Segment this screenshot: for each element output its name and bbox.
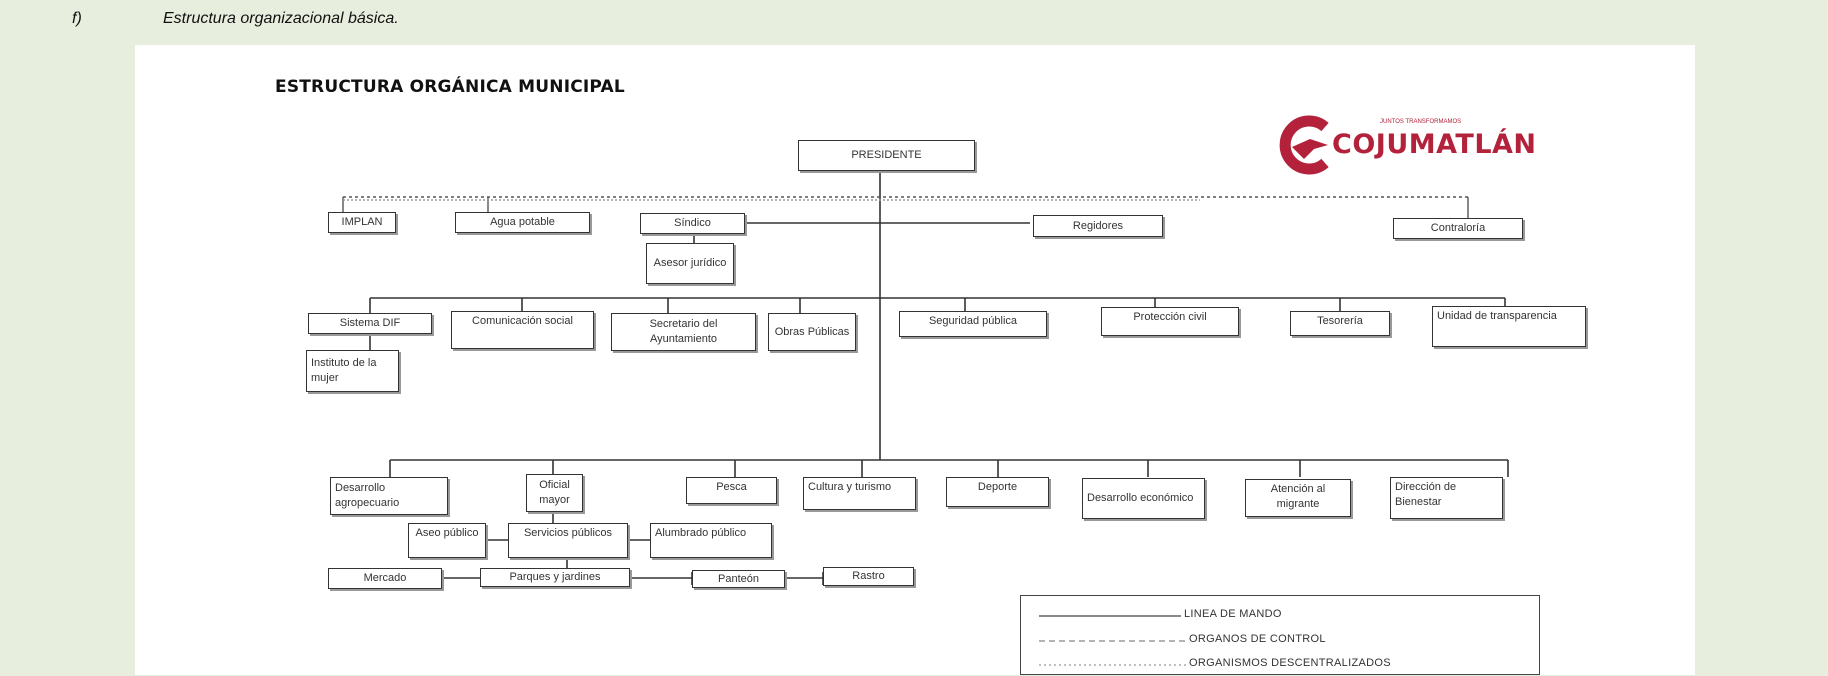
logo xyxy=(1270,115,1540,175)
node-proteccion-civil: Protección civil xyxy=(1101,307,1239,336)
node-parques-jardines: Parques y jardines xyxy=(480,568,630,587)
node-pesca: Pesca xyxy=(686,477,777,504)
node-comunicacion-social: Comunicación social xyxy=(451,311,594,349)
node-sindico: Síndico xyxy=(640,213,745,234)
node-regidores: Regidores xyxy=(1033,215,1163,237)
node-unidad-transparencia: Unidad de transparencia xyxy=(1432,306,1586,347)
node-oficial-mayor: Oficial mayor xyxy=(526,474,583,512)
caption-text: Estructura organizacional básica. xyxy=(163,10,399,27)
node-desarrollo-agropecuario: Desarrollo agropecuario xyxy=(330,477,448,515)
node-aseo-publico: Aseo público xyxy=(408,523,486,558)
legend-label-descentralizados: ORGANISMOS DESCENTRALIZADOS xyxy=(1189,657,1391,669)
caption-letter: f) xyxy=(72,10,82,27)
node-servicios-publicos: Servicios públicos xyxy=(508,523,628,558)
node-direccion-bienestar: Dirección de Bienestar xyxy=(1390,477,1503,519)
node-rastro: Rastro xyxy=(823,567,914,586)
legend: LINEA DE MANDO ORGANOS DE CONTROL ORGANI… xyxy=(1020,595,1540,675)
node-seguridad-publica: Seguridad pública xyxy=(899,311,1047,337)
node-desarrollo-economico: Desarrollo económico xyxy=(1082,478,1205,519)
node-secretario-ayuntamiento: Secretario del Ayuntamiento xyxy=(611,313,756,351)
node-atencion-migrante: Atención al migrante xyxy=(1245,479,1351,517)
node-cultura-turismo: Cultura y turismo xyxy=(803,477,916,510)
legend-line-samples xyxy=(1039,615,1186,666)
node-presidente: PRESIDENTE xyxy=(798,140,975,171)
node-tesoreria: Tesorería xyxy=(1290,311,1390,336)
node-deporte: Deporte xyxy=(946,477,1049,507)
chart-title: ESTRUCTURA ORGÁNICA MUNICIPAL xyxy=(275,77,625,97)
node-contraloria: Contraloría xyxy=(1393,218,1523,239)
node-agua-potable: Agua potable xyxy=(455,212,590,233)
node-sistema-dif: Sistema DIF xyxy=(308,313,432,334)
node-implan: IMPLAN xyxy=(328,212,396,233)
node-mercado: Mercado xyxy=(328,568,442,589)
legend-label-control: ORGANOS DE CONTROL xyxy=(1189,633,1326,645)
logo-name: COJUMATLÁN xyxy=(1332,129,1537,160)
logo-mark-icon xyxy=(1279,115,1329,175)
node-asesor-juridico: Asesor jurídico xyxy=(646,243,734,284)
legend-label-mando: LINEA DE MANDO xyxy=(1184,608,1282,620)
node-panteon: Panteón xyxy=(692,570,785,588)
node-obras-publicas: Obras Públicas xyxy=(768,313,856,351)
node-alumbrado-publico: Alumbrado público xyxy=(650,523,772,558)
node-instituto-mujer: Instituto de la mujer xyxy=(306,350,399,392)
logo-tagline: JUNTOS TRANSFORMAMOS xyxy=(1380,119,1462,125)
